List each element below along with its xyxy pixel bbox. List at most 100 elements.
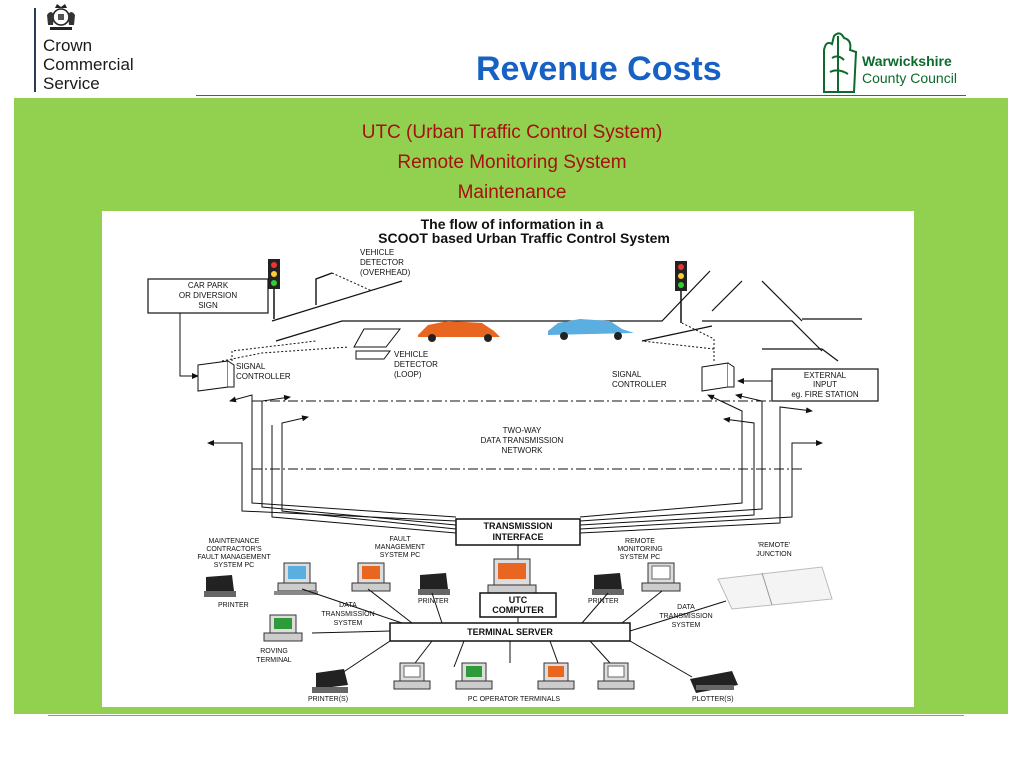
- org-logo-bar: [34, 8, 36, 92]
- fault-pc-icon: [351, 562, 391, 592]
- royal-crest-icon: [47, 4, 75, 30]
- label-car-park-sign: CAR PARK: [188, 281, 229, 290]
- traffic-light-right-icon: [675, 261, 687, 323]
- label-vehicle-detector-overhead: DETECTOR: [360, 258, 404, 267]
- label-data-transmission-right: DATA: [677, 604, 695, 611]
- label-data-transmission-right: SYSTEM: [672, 622, 701, 629]
- remote-printer-icon: [592, 573, 624, 595]
- operator-terminal-3-icon: [537, 662, 575, 690]
- orange-car-icon: [418, 321, 500, 342]
- label-vehicle-detector-overhead: (OVERHEAD): [360, 268, 411, 277]
- scoot-diagram: The flow of information in a SCOOT based…: [102, 211, 914, 707]
- utc-computer-box: [479, 592, 557, 618]
- label-transmission-interface: TRANSMISSION: [483, 521, 552, 531]
- council-type: County Council: [862, 70, 957, 86]
- label-vehicle-detector-loop: VEHICLE: [394, 350, 428, 359]
- label-printers: PRINTER(S): [308, 696, 348, 703]
- diagram-title-line2: SCOOT based Urban Traffic Control System: [378, 230, 670, 246]
- org-logo-line: Service: [43, 74, 100, 93]
- fault-printer-icon: [418, 573, 450, 595]
- operator-terminal-1-icon: [393, 662, 431, 690]
- label-vehicle-detector-overhead: VEHICLE: [360, 248, 394, 257]
- label-transmission-interface: INTERFACE: [492, 532, 543, 542]
- transmission-lines: [207, 393, 823, 534]
- label-car-park-sign: SIGN: [198, 301, 218, 310]
- label-pc-operator-terminals: PC OPERATOR TERMINALS: [468, 696, 561, 703]
- org-logo-text: Crown Commercial Service: [43, 36, 134, 93]
- council-bear-logo-icon: [823, 32, 858, 93]
- label-data-transmission-left: SYSTEM: [334, 620, 363, 627]
- label-fault-pc: FAULT: [389, 536, 411, 543]
- label-data-transmission-left: DATA: [339, 602, 357, 609]
- title-divider: [196, 95, 966, 96]
- label-external-input: EXTERNAL: [804, 371, 847, 380]
- loop-detector-box: [355, 350, 391, 360]
- label-remote-junction: JUNCTION: [756, 551, 791, 558]
- remote-pc-icon: [641, 562, 681, 592]
- org-logo-line: Commercial: [43, 55, 134, 74]
- org-logo-line: Crown: [43, 36, 93, 55]
- label-car-park-sign: OR DIVERSION: [179, 291, 237, 300]
- label-maintenance-pc: SYSTEM PC: [214, 562, 254, 569]
- subtitle-line: Remote Monitoring System: [397, 152, 627, 173]
- label-maintenance-pc: MAINTENANCE: [209, 538, 260, 545]
- subtitle-line: Maintenance: [457, 182, 567, 203]
- label-remote-pc: MONITORING: [617, 546, 662, 553]
- signal-controller-right-icon: [701, 362, 735, 392]
- label-signal-controller-right: CONTROLLER: [612, 380, 667, 389]
- operator-terminal-2-icon: [455, 662, 493, 690]
- loop-detector-icon: [353, 328, 402, 348]
- terminal-server-links: [301, 588, 727, 678]
- signal-controller-left-icon: [197, 360, 235, 392]
- overhead-detector-icon: [315, 272, 333, 305]
- label-data-transmission-right: TRANSMISSION: [659, 613, 712, 620]
- bottom-printer-icon: [312, 669, 348, 693]
- label-external-input: INPUT: [813, 380, 837, 389]
- label-vehicle-detector-loop: (LOOP): [394, 370, 422, 379]
- network-lines: [252, 400, 802, 470]
- blue-car-icon: [548, 319, 634, 340]
- remote-junction-road: [761, 572, 773, 606]
- label-network: TWO-WAY: [503, 426, 542, 435]
- label-vehicle-detector-loop: DETECTOR: [394, 360, 438, 369]
- external-input-box: [771, 368, 879, 402]
- utc-computer-icon: [487, 558, 537, 596]
- label-printer-1: PRINTER: [218, 602, 249, 609]
- car-park-sign-box: [147, 278, 269, 314]
- label-fault-pc: SYSTEM PC: [380, 552, 420, 559]
- label-plotters: PLOTTER(S): [692, 696, 734, 703]
- detector-links: [221, 272, 715, 362]
- label-signal-controller-left: CONTROLLER: [236, 372, 291, 381]
- roving-terminal-icon: [263, 614, 303, 642]
- plotter-icon: [690, 671, 738, 693]
- label-utc-computer: UTC: [509, 595, 528, 605]
- label-roving-terminal: ROVING: [260, 648, 288, 655]
- label-external-input: eg. FIRE STATION: [791, 390, 858, 399]
- label-signal-controller-right: SIGNAL: [612, 370, 642, 379]
- label-data-transmission-left: TRANSMISSION: [321, 611, 374, 618]
- subtitle-line: UTC (Urban Traffic Control System): [361, 122, 663, 143]
- traffic-light-left-icon: [268, 259, 280, 319]
- council-name: Warwickshire: [862, 53, 952, 69]
- operator-terminal-4-icon: [597, 662, 635, 690]
- label-network: DATA TRANSMISSION: [481, 436, 564, 445]
- diagram-title-line1: The flow of information in a: [421, 216, 604, 232]
- maintenance-printer-icon: [204, 575, 236, 597]
- remote-junction-icon: [717, 566, 833, 610]
- label-fault-pc: MANAGEMENT: [375, 544, 426, 551]
- label-maintenance-pc: CONTRACTOR'S: [206, 546, 262, 553]
- maintenance-pc-icon: [274, 562, 318, 595]
- label-remote-pc: SYSTEM PC: [620, 554, 660, 561]
- label-roving-terminal: TERMINAL: [256, 657, 292, 664]
- footer-divider: [48, 715, 964, 716]
- label-utc-computer: COMPUTER: [492, 605, 544, 615]
- label-network: NETWORK: [502, 446, 544, 455]
- slide-title: Revenue Costs: [476, 50, 722, 88]
- label-remote-junction: 'REMOTE': [758, 542, 791, 549]
- label-maintenance-pc: FAULT MANAGEMENT: [197, 554, 271, 561]
- label-terminal-server: TERMINAL SERVER: [467, 627, 553, 637]
- label-printer-2: PRINTER: [418, 598, 449, 605]
- label-signal-controller-left: SIGNAL: [236, 362, 266, 371]
- road-lines: [271, 270, 862, 362]
